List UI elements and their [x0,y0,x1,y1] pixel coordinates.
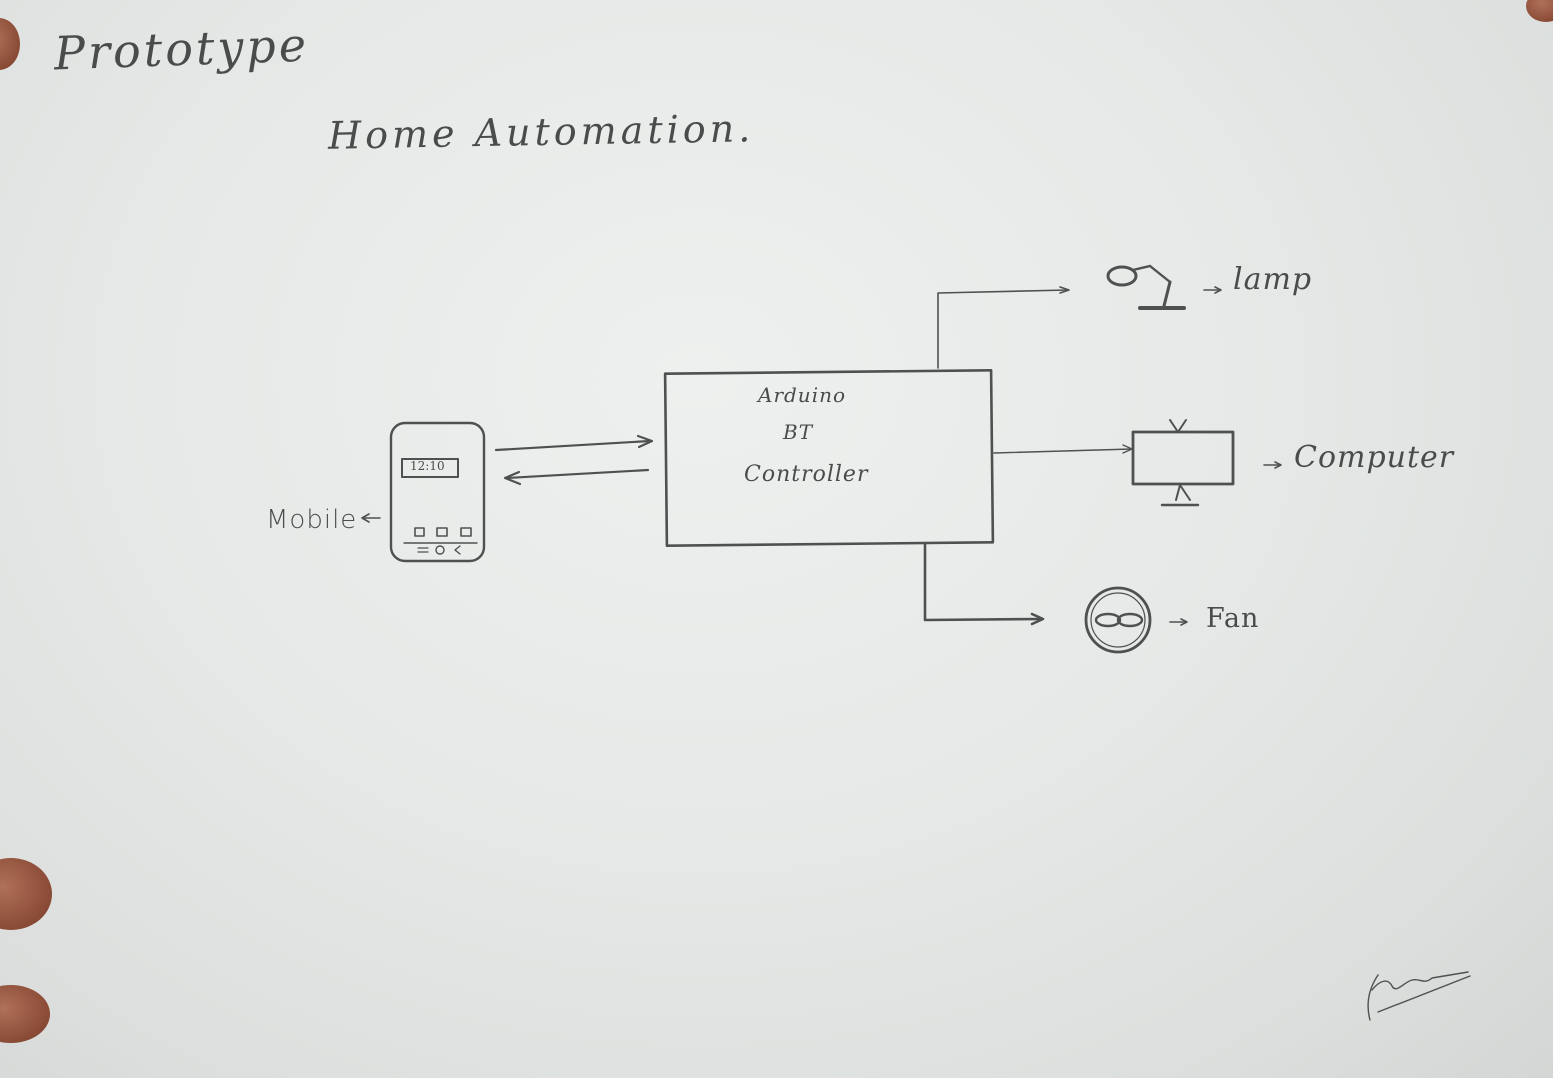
arrow-controller-to-lamp [937,286,1070,369]
computer-label: Computer [1294,440,1455,475]
signature [1367,971,1471,1021]
lamp-label: lamp [1233,262,1313,297]
thumb-top-right [1526,0,1553,22]
controller-label-line-2: BT [783,420,814,444]
fan-label: Fan [1206,603,1260,634]
controller-label-line-1: Arduino [758,383,847,407]
computer-label-arrow [1263,461,1282,469]
arrow-mobile-to-controller [494,434,654,452]
mobile-screen-text: 12:10 [410,459,445,473]
fan-label-arrow [1169,618,1188,626]
controller-box [663,368,995,548]
mobile-label: Mobile [266,505,358,535]
arrow-controller-to-computer [993,444,1133,454]
arrow-controller-to-mobile [503,468,650,486]
controller-label-line-3: Controller [744,462,869,487]
lamp-label-arrow [1203,286,1222,294]
arrow-controller-to-fan [923,542,1045,626]
monitor-icon [1131,419,1235,507]
fan-icon [1084,586,1152,654]
mobile-label-arrow [361,513,381,523]
lamp-icon [1106,264,1186,310]
thumb-top-left [0,18,20,70]
mobile-phone-icon [389,421,486,563]
